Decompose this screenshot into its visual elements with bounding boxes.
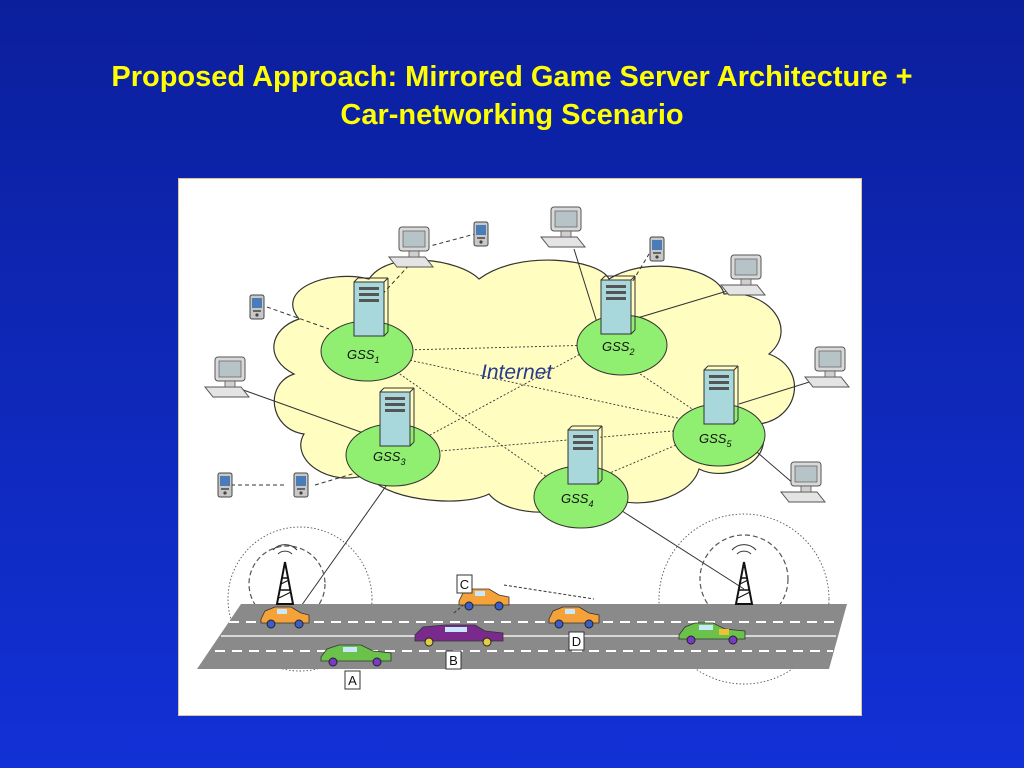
svg-text:GSS5: GSS5 (699, 431, 732, 449)
svg-text:B: B (449, 653, 458, 668)
architecture-diagram: C D B A GSS1 GSS2 (178, 178, 862, 716)
cell-tower-icon (731, 543, 757, 605)
server-node-gss5: GSS5 (672, 365, 766, 467)
diagram-canvas: C D B A GSS1 GSS2 (197, 206, 850, 690)
desktop-pc-icon (540, 206, 586, 248)
desktop-pc-icon (388, 226, 434, 268)
server-icon (379, 387, 415, 447)
server-icon (353, 277, 389, 337)
cell-coverage (227, 513, 830, 685)
cell-tower-icon (272, 543, 298, 605)
pda-icon (473, 221, 489, 247)
server-icon (600, 275, 636, 335)
svg-text:GSS2: GSS2 (602, 339, 634, 357)
car-icon (678, 622, 746, 645)
desktop-pc-icon (780, 461, 826, 503)
vehicle-label-a: A (344, 670, 361, 690)
internet-label: Internet (481, 361, 553, 384)
pda-icon (249, 294, 265, 320)
svg-text:GSS1: GSS1 (347, 347, 379, 365)
desktop-pc-icon (720, 254, 766, 296)
car-icon (260, 606, 310, 629)
svg-text:GSS3: GSS3 (373, 449, 405, 467)
server-node-gss1: GSS1 (320, 277, 414, 382)
svg-text:C: C (460, 577, 469, 592)
desktop-pc-icon (804, 346, 850, 388)
server-node-gss4: GSS4 (533, 425, 629, 529)
car-icon (414, 624, 504, 647)
pda-icon (649, 236, 665, 262)
svg-text:GSS4: GSS4 (561, 491, 593, 509)
vehicle-label-d: D (568, 631, 585, 651)
svg-text:A: A (348, 673, 357, 688)
server-icon (567, 425, 603, 485)
pda-icon (293, 472, 309, 498)
svg-text:D: D (572, 634, 581, 649)
pda-icon (217, 472, 233, 498)
server-icon (703, 365, 739, 425)
server-node-gss2: GSS2 (576, 275, 668, 376)
slide-title-line-2: Car-networking Scenario (340, 99, 684, 131)
car-icon (320, 644, 392, 667)
desktop-pc-icon (204, 356, 250, 398)
car-icon (548, 606, 600, 629)
vehicle-label-b: B (445, 650, 462, 670)
vehicle-label-c: C (456, 574, 473, 594)
server-node-gss3: GSS3 (345, 387, 441, 487)
slide-title: Proposed Approach: Mirrored Game Server … (0, 58, 1024, 134)
slide-title-line-1: Proposed Approach: Mirrored Game Server … (111, 61, 913, 93)
